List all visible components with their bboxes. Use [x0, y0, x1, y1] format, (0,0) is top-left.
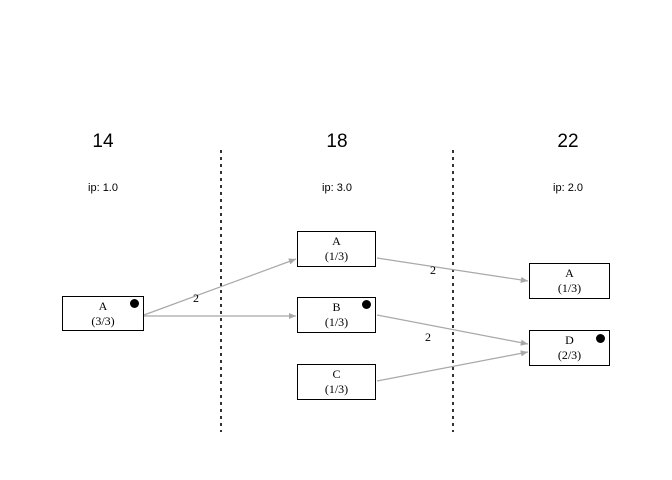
- edge-weight-label: 2: [430, 263, 436, 277]
- edge-arrow: [376, 350, 529, 382]
- token-dot-icon: [596, 334, 605, 343]
- edge-arrow: [376, 257, 529, 284]
- token-dot-icon: [362, 300, 371, 309]
- node-fraction-label: (1/3): [324, 249, 349, 263]
- column-ip-label: ip: 2.0: [553, 182, 583, 194]
- node-fraction-label: (1/3): [324, 315, 349, 329]
- edge-weight-label: 2: [193, 291, 199, 305]
- node-name-label: C: [332, 367, 341, 381]
- node-box[interactable]: A(1/3): [297, 231, 376, 267]
- edge-arrow: [143, 258, 297, 316]
- node-fraction-label: (2/3): [557, 348, 582, 362]
- node-box[interactable]: C(1/3): [297, 364, 376, 400]
- node-name-label: A: [98, 298, 108, 313]
- column-ip-label: ip: 3.0: [322, 182, 352, 194]
- edges-group: [143, 257, 529, 382]
- column-time-label: 14: [92, 131, 114, 152]
- edge-weight-label: 2: [425, 330, 431, 344]
- node-box[interactable]: D(2/3): [529, 330, 610, 366]
- node-name-label: D: [565, 333, 574, 347]
- edge-arrow: [376, 314, 529, 346]
- divider-lines-group: [220, 150, 454, 432]
- node-fraction-label: (1/3): [557, 281, 582, 295]
- column-time-label: 22: [557, 131, 579, 152]
- node-box[interactable]: A(1/3): [529, 263, 610, 299]
- node-fraction-label: (3/3): [91, 313, 115, 328]
- token-dot-icon: [130, 299, 139, 308]
- node-fraction-label: (1/3): [324, 382, 349, 396]
- column-time-label: 18: [326, 131, 348, 152]
- node-name-label: A: [332, 234, 341, 248]
- node-name-label: B: [332, 300, 341, 314]
- node-name-label: A: [565, 266, 574, 280]
- column-ip-label: ip: 1.0: [88, 182, 118, 194]
